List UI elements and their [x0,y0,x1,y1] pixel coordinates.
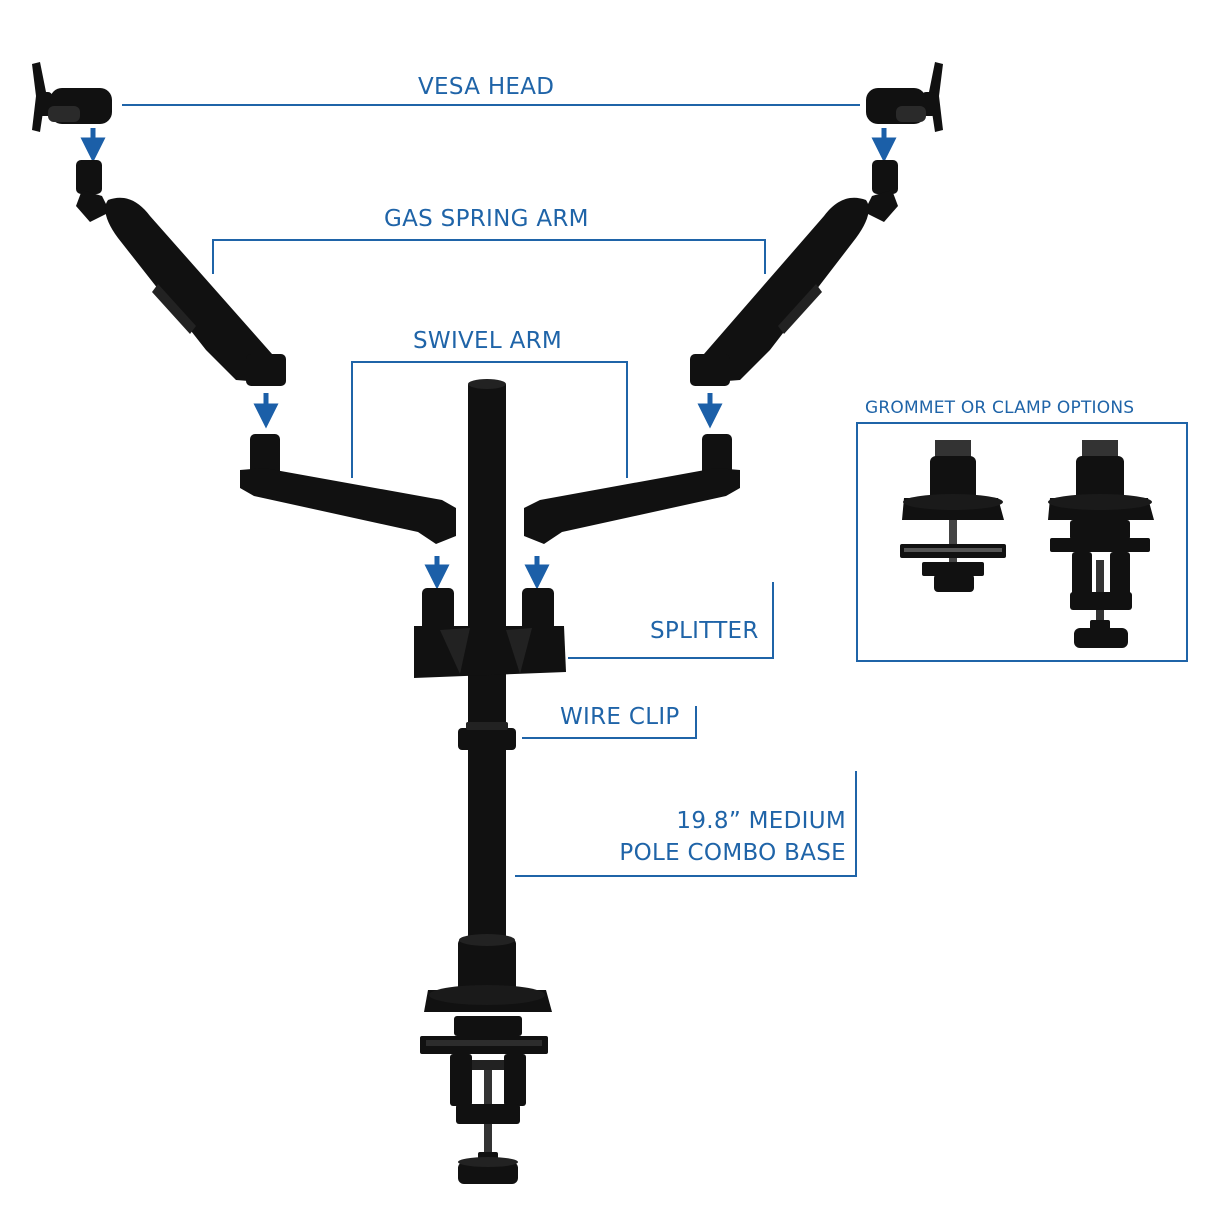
label-vesa-head: VESA HEAD [418,74,555,100]
left-gas-spring-arm [76,160,286,386]
splitter [414,588,566,678]
central-pole [468,379,506,950]
right-vesa-head [866,62,943,132]
desk-clamp-base [420,934,552,1184]
label-splitter: SPLITTER [650,618,759,644]
swivel-arm-bracket [351,361,628,478]
gas-spring-arm-bracket [212,239,766,274]
grommet-option [900,440,1006,592]
grommet-clamp-box [856,422,1188,662]
splitter-leader [568,582,774,659]
label-gas-spring-arm: GAS SPRING ARM [384,206,589,232]
clamp-option [1048,440,1154,648]
callout-lines [122,104,1188,877]
label-pole-line2: POLE COMBO BASE [619,840,846,866]
right-gas-spring-arm [690,160,898,386]
pole-base-leader [515,771,857,877]
label-swivel-arm: SWIVEL ARM [413,328,563,354]
label-wire-clip: WIRE CLIP [560,704,680,730]
label-grommet-or-clamp: GROMMET OR CLAMP OPTIONS [865,398,1135,418]
left-swivel-arm [240,434,456,544]
wire-clip-leader [522,706,697,739]
left-vesa-head [32,62,112,132]
label-pole-line1: 19.8” MEDIUM [676,808,846,834]
wire-clip [458,722,516,750]
right-swivel-arm [524,434,740,544]
